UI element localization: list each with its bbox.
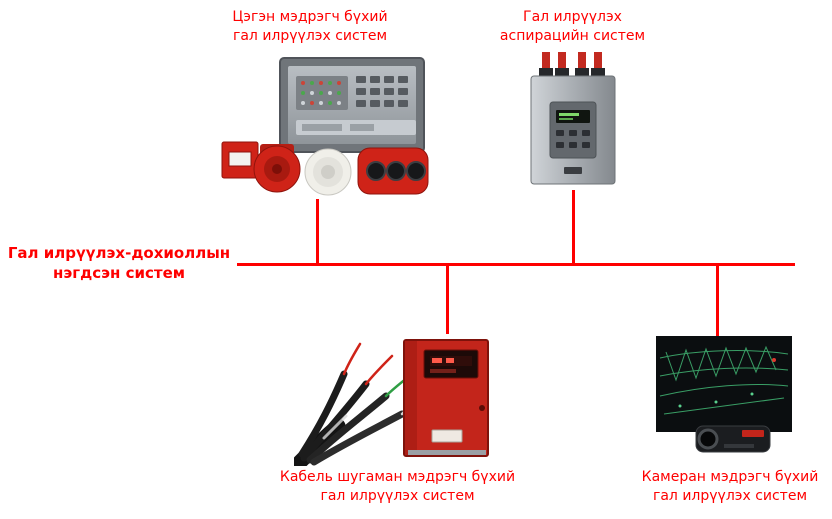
label-line: аспирацийн систем [499, 28, 646, 44]
label-line: гал илрүүлэх систем [232, 28, 388, 44]
label-line: Цэгэн мэдрэгч бүхий [232, 9, 388, 25]
fiber-cable-image [294, 334, 416, 466]
smoke-detector-icon [304, 148, 352, 196]
camera-device-image [690, 416, 776, 462]
label-line: гал илрүүлэх систем [320, 488, 475, 504]
connector-cable-system [446, 266, 449, 334]
aspiration-system-image [528, 50, 620, 188]
sounder-beacon-icon [253, 144, 301, 193]
camera-detection-view-icon [656, 336, 792, 432]
bus-line [237, 263, 795, 266]
label-camera-system: Камеран мэдрэгч бүхий гал илрүүлэх систе… [632, 468, 828, 506]
point-system-image [220, 56, 432, 198]
connector-camera-system [716, 266, 719, 336]
manual-call-point-icon [221, 141, 259, 179]
label-line: гал илрүүлэх систем [652, 488, 808, 504]
camera-detector-unit-icon [695, 425, 771, 453]
fiber-optic-cable-icon [294, 342, 416, 466]
label-line: Гал илрүүлэх-дохиоллын [7, 244, 231, 262]
label-cable-system: Кабель шугаман мэдрэгч бүхий гал илрүүлэ… [270, 468, 525, 506]
label-point-system: Цэгэн мэдрэгч бүхий гал илрүүлэх систем [205, 8, 415, 46]
linear-detection-panel-icon [403, 339, 489, 457]
label-line: нэгдсэн систем [53, 264, 185, 282]
label-line: Гал илрүүлэх [523, 9, 622, 25]
label-line: Кабель шугаман мэдрэгч бүхий [279, 469, 516, 485]
cable-system-panel-image [402, 338, 492, 462]
aspirating-detector-icon [530, 52, 616, 185]
flame-detector-icon [357, 147, 429, 195]
label-line: Камеран мэдрэгч бүхий [641, 469, 819, 485]
label-aspiration-system: Гал илрүүлэх аспирацийн систем [475, 8, 670, 46]
label-integrated-system: Гал илрүүлэх-дохиоллын нэгдсэн систем [2, 243, 236, 283]
connector-point-system [316, 199, 319, 263]
fire-alarm-control-panel-icon [279, 57, 425, 153]
sampling-pipes-icon [539, 52, 605, 77]
connector-aspiration-system [572, 190, 575, 263]
camera-view-image [656, 336, 792, 432]
